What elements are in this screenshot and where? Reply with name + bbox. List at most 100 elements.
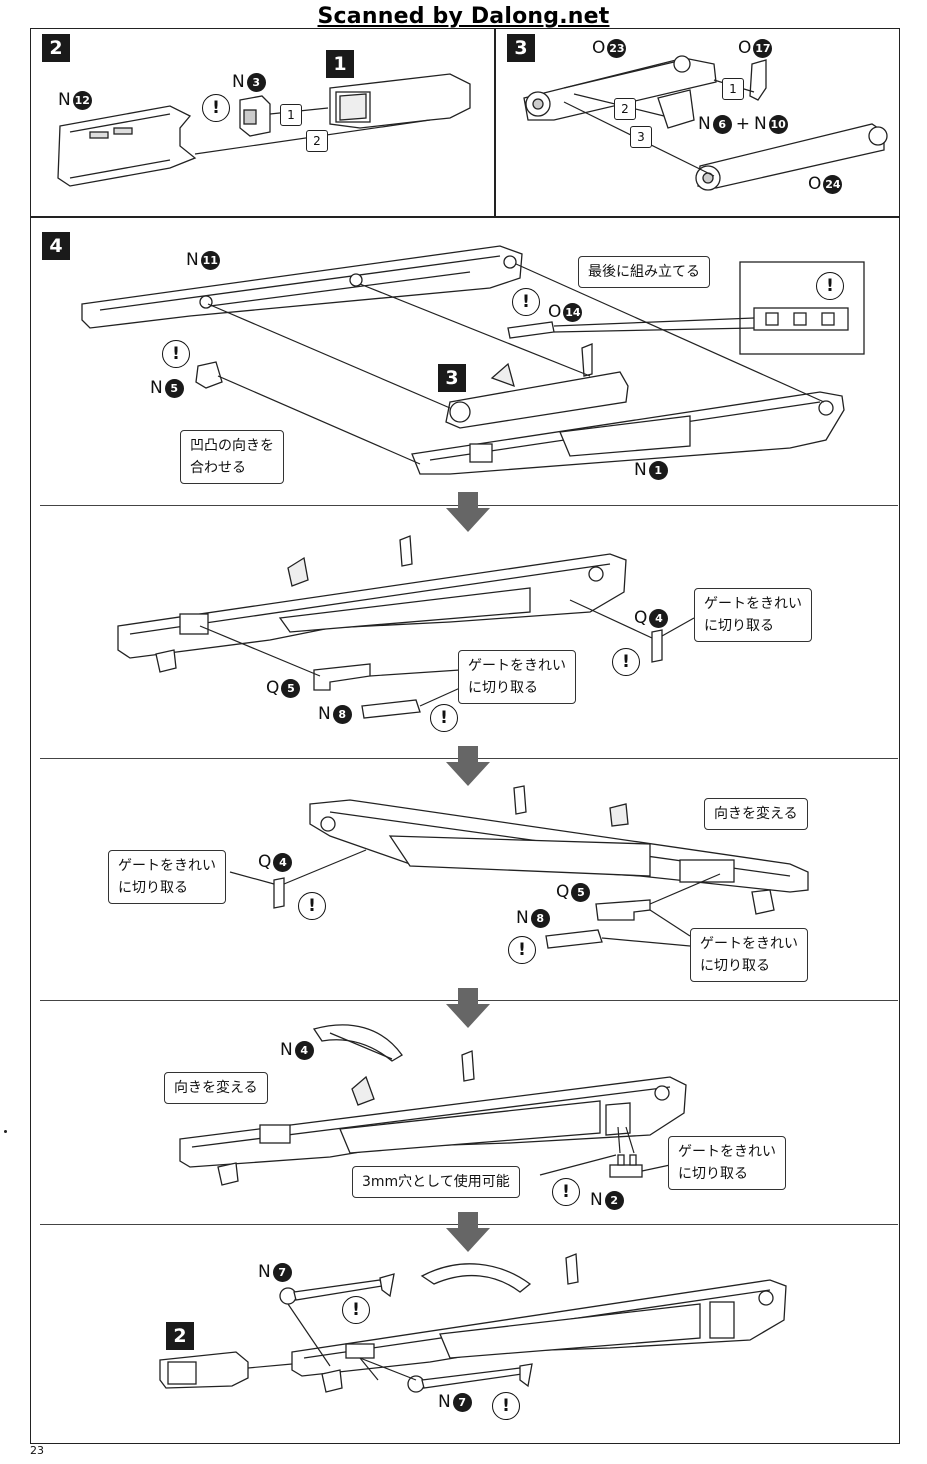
part-label-n8: N 8 xyxy=(318,704,352,724)
part-n7b-shape xyxy=(407,1363,533,1393)
part-letter: N xyxy=(318,704,331,724)
part-label-q4: Q 4 xyxy=(258,852,293,872)
part-number-badge: 24 xyxy=(823,174,843,194)
part-letter: O xyxy=(592,38,606,58)
step-3-reference-badge: 3 xyxy=(438,364,466,392)
part-q5-shape xyxy=(595,899,651,921)
step-4b-illustration xyxy=(117,535,695,719)
part-n7a-shape xyxy=(279,1273,395,1305)
part-letter: N xyxy=(753,114,767,134)
part-number-badge: 14 xyxy=(563,302,583,322)
part-n8-shape xyxy=(361,699,421,719)
part-number-badge: 17 xyxy=(753,38,773,58)
part-number-badge: 5 xyxy=(164,378,184,398)
part-n4-shape xyxy=(312,1024,403,1062)
callout-cut-gate-2: ゲートをきれい に切り取る xyxy=(458,650,576,704)
step-3-panel xyxy=(494,28,900,218)
step-3-illustration xyxy=(523,55,888,191)
warning-icon: ! xyxy=(512,288,540,316)
warning-icon: ! xyxy=(492,1392,520,1420)
callout-turn-around: 向きを変える xyxy=(704,798,808,830)
callout-3mm-hole: 3mm穴として使用可能 xyxy=(352,1166,520,1198)
part-n8-shape xyxy=(545,929,603,949)
part-n2-shape xyxy=(609,1154,643,1178)
assembled-body-final-shape xyxy=(291,1253,787,1393)
callout-cut-gate-1: ゲートをきれい に切り取る xyxy=(694,588,812,642)
part-letter: O xyxy=(738,38,752,58)
part-number-badge: 3 xyxy=(246,72,266,92)
part-label-n12: N 12 xyxy=(58,90,92,110)
callout-cut-gate: ゲートをきれい に切り取る xyxy=(668,1136,786,1190)
down-arrow-icon xyxy=(446,746,490,786)
part-number-badge: 1 xyxy=(648,460,668,480)
part-label-n11: N 11 xyxy=(186,250,220,270)
part-label-q5: Q 5 xyxy=(266,678,301,698)
part-number-badge: 4 xyxy=(273,852,293,872)
part-number-badge: 7 xyxy=(452,1392,472,1412)
part-letter: Q xyxy=(556,882,570,902)
part-letter: N xyxy=(232,72,245,92)
part-number-badge: 4 xyxy=(294,1040,314,1060)
part-label-o23: O 23 xyxy=(592,38,627,58)
part-label-n7-upper: N 7 xyxy=(258,1262,292,1282)
down-arrow-icon xyxy=(446,492,490,532)
down-arrow-icon xyxy=(446,1212,490,1252)
warning-icon: ! xyxy=(816,272,844,300)
warning-icon: ! xyxy=(298,892,326,920)
part-letter: Q xyxy=(258,852,272,872)
part-label-n4: N 4 xyxy=(280,1040,314,1060)
sequence-marker-2: 2 xyxy=(614,98,636,120)
part-n12-shape xyxy=(57,105,197,187)
warning-icon: ! xyxy=(552,1178,580,1206)
part-label-n1: N 1 xyxy=(634,460,668,480)
part-letter: Q xyxy=(266,678,280,698)
part-step3-rail xyxy=(445,343,629,429)
part-letter: N xyxy=(438,1392,451,1412)
part-n1-shape xyxy=(411,391,845,475)
part-label-o17: O 17 xyxy=(738,38,773,58)
part-label-q4: Q 4 xyxy=(634,608,669,628)
part-o14-shape xyxy=(507,321,555,339)
callout-align-notch: 凹凸の向きを 合わせる xyxy=(180,430,284,484)
callout-assemble-last: 最後に組み立てる xyxy=(578,256,710,288)
sequence-marker-1: 1 xyxy=(280,104,302,126)
part-number-badge: 2 xyxy=(604,1190,624,1210)
step-3-badge: 3 xyxy=(507,34,535,62)
step-4c-illustration xyxy=(229,785,809,949)
part-n11-shape xyxy=(81,245,523,329)
sequence-marker-2: 2 xyxy=(306,130,328,152)
callout-cut-gate-2: ゲートをきれい に切り取る xyxy=(690,928,808,982)
sequence-marker-1: 1 xyxy=(722,78,744,100)
part-letter: N xyxy=(58,90,71,110)
step-4-panel xyxy=(30,216,900,1444)
step-4e-illustration xyxy=(159,1253,787,1393)
part-n3-shape xyxy=(239,95,271,137)
part-label-n3: N 3 xyxy=(232,72,266,92)
assembled-body-shape xyxy=(179,1050,687,1186)
part-letter: Q xyxy=(634,608,648,628)
step-4-badge: 4 xyxy=(42,232,70,260)
step-2-reference-badge: 2 xyxy=(166,1322,194,1350)
part-number-badge: 5 xyxy=(571,882,591,902)
part-number-badge: 23 xyxy=(607,38,627,58)
part-label-q5: Q 5 xyxy=(556,882,591,902)
part-number-badge: 11 xyxy=(200,250,220,270)
part-number-badge: 10 xyxy=(768,114,788,134)
part-q4-shape xyxy=(651,629,663,663)
part-letter: O xyxy=(548,302,562,322)
step-2-illustration xyxy=(57,73,471,187)
o14-detail-box xyxy=(739,261,865,355)
warning-icon: ! xyxy=(342,1296,370,1324)
callout-cut-gate-1: ゲートをきれい に切り取る xyxy=(108,850,226,904)
part-letter: N xyxy=(698,114,711,134)
part-step1-assembly xyxy=(329,73,471,129)
step-1-reference-badge: 1 xyxy=(326,50,354,78)
step-4a-illustration xyxy=(81,245,865,475)
warning-icon: ! xyxy=(430,704,458,732)
part-letter: N xyxy=(150,378,163,398)
part-q4-shape xyxy=(273,877,285,909)
warning-icon: ! xyxy=(202,94,230,122)
part-letter: N xyxy=(516,908,529,928)
part-label-n8: N 8 xyxy=(516,908,550,928)
part-o17-shape xyxy=(749,59,767,101)
